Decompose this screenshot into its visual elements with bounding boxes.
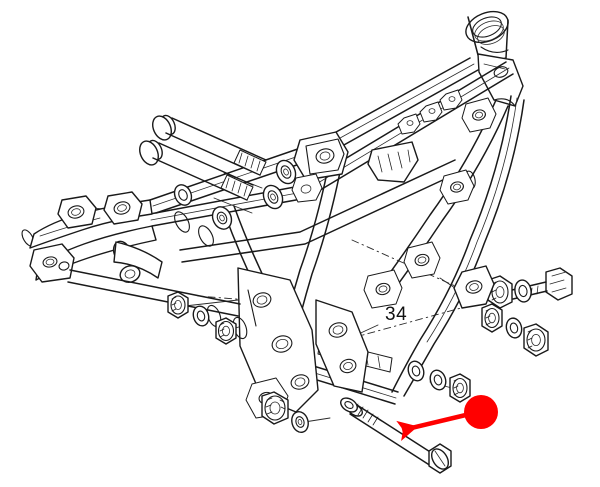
nut-right-c (523, 323, 549, 357)
long-engine-mount-bolt (347, 403, 452, 474)
nut-right-b (481, 303, 503, 333)
swingarm-pivot-plate-right (315, 299, 369, 393)
right-mount-bracket (453, 265, 495, 309)
hex-bolt-upper-b (139, 139, 254, 201)
washer-long-bolt (340, 397, 358, 413)
down-tube-right (391, 95, 525, 397)
rear-subframe-tube-end (112, 240, 163, 283)
swingarm-pivot-plate (237, 267, 319, 413)
head-gusset (477, 53, 524, 107)
washer-upper-c (173, 184, 193, 206)
steering-head-tube (465, 10, 509, 62)
nut-mid-right (449, 373, 471, 403)
cable-guide-tabs (397, 89, 463, 135)
rear-mount-tab-left (29, 243, 75, 283)
footpeg-hanger-plate (367, 141, 419, 183)
washer-bottom-left (291, 410, 309, 434)
engine-mount-boss-c (403, 241, 441, 279)
rear-mount-boss-upper (57, 195, 97, 229)
engine-mount-boss-e (461, 97, 497, 133)
part-number-34: 34 (385, 304, 407, 325)
engine-mount-boss-b (363, 269, 403, 309)
washer-upper-b (262, 184, 284, 210)
seat-rail-lower (179, 159, 461, 263)
engine-mount-bracket-upper (293, 131, 349, 181)
washer-upper-d (211, 206, 233, 230)
nut-left-b (215, 317, 237, 345)
washer-left-a (192, 305, 210, 327)
rear-mount-boss-mid (103, 191, 143, 225)
nut-bottom-left (261, 391, 289, 425)
washer-upper-a (275, 159, 297, 185)
lower-rear-arm (67, 269, 241, 317)
washer-mid-right-a (407, 360, 425, 382)
washer-right-a (514, 279, 532, 303)
washer-mid-right-b (429, 369, 447, 391)
part-number-34-text: 34 (385, 304, 407, 325)
engine-mount-boss-a (291, 173, 323, 203)
hex-bolt-upper-a (152, 114, 267, 176)
main-backbone-tube (317, 57, 479, 156)
nut-left-a (167, 291, 189, 319)
engine-mount-boss-d (439, 169, 475, 205)
washer-right-b (505, 317, 523, 339)
